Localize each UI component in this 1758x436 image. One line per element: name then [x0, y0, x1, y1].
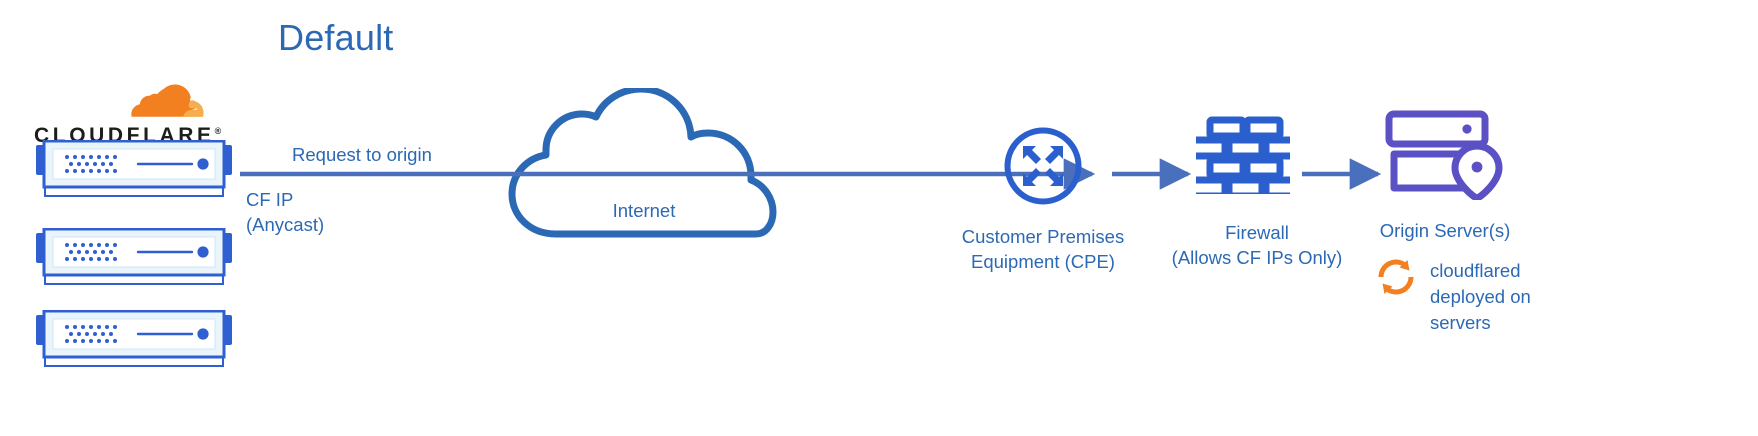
internet-cloud-icon [508, 85, 780, 238]
origin-server-label: Origin Server(s) [1379, 220, 1511, 241]
brick-wall-icon [1188, 116, 1303, 200]
cloudflare-server-1 [34, 139, 234, 202]
cf-ip-line-1: CF IP [246, 189, 294, 210]
firewall-label-line-1: Firewall [1225, 222, 1289, 243]
cpe-label-line-2: Equipment (CPE) [971, 251, 1115, 272]
cloudflare-server-2 [34, 227, 234, 290]
cf-ip-anycast-label: CF IP (Anycast) [246, 187, 324, 237]
firewall-label-line-2: (Allows CF IPs Only) [1171, 247, 1343, 268]
internet-label: Internet [612, 200, 676, 221]
cloudflared-label-line-2: deployed on [1430, 286, 1531, 307]
cloudflared-label: cloudflared deployed on servers [1430, 258, 1531, 336]
server-location-pin-icon [1385, 110, 1503, 202]
request-to-origin-label: Request to origin [292, 144, 432, 165]
cloudflared-label-line-1: cloudflared [1430, 260, 1521, 281]
page-title: Default [278, 17, 394, 58]
router-four-arrows-icon [1003, 126, 1083, 206]
circular-arrows-refresh-icon [1374, 255, 1418, 299]
cloudflare-server-3 [34, 309, 234, 372]
cf-ip-line-2: (Anycast) [246, 214, 325, 235]
firewall-label: Firewall (Allows CF IPs Only) [1140, 220, 1374, 270]
cloudflared-label-line-3: servers [1430, 312, 1491, 333]
cloudflare-logo: CLOUDFLARE® [34, 82, 234, 147]
cpe-label-line-1: Customer Premises [961, 226, 1125, 247]
cloudflare-cloud-icon [112, 82, 217, 126]
cpe-label: Customer Premises Equipment (CPE) [930, 224, 1156, 274]
